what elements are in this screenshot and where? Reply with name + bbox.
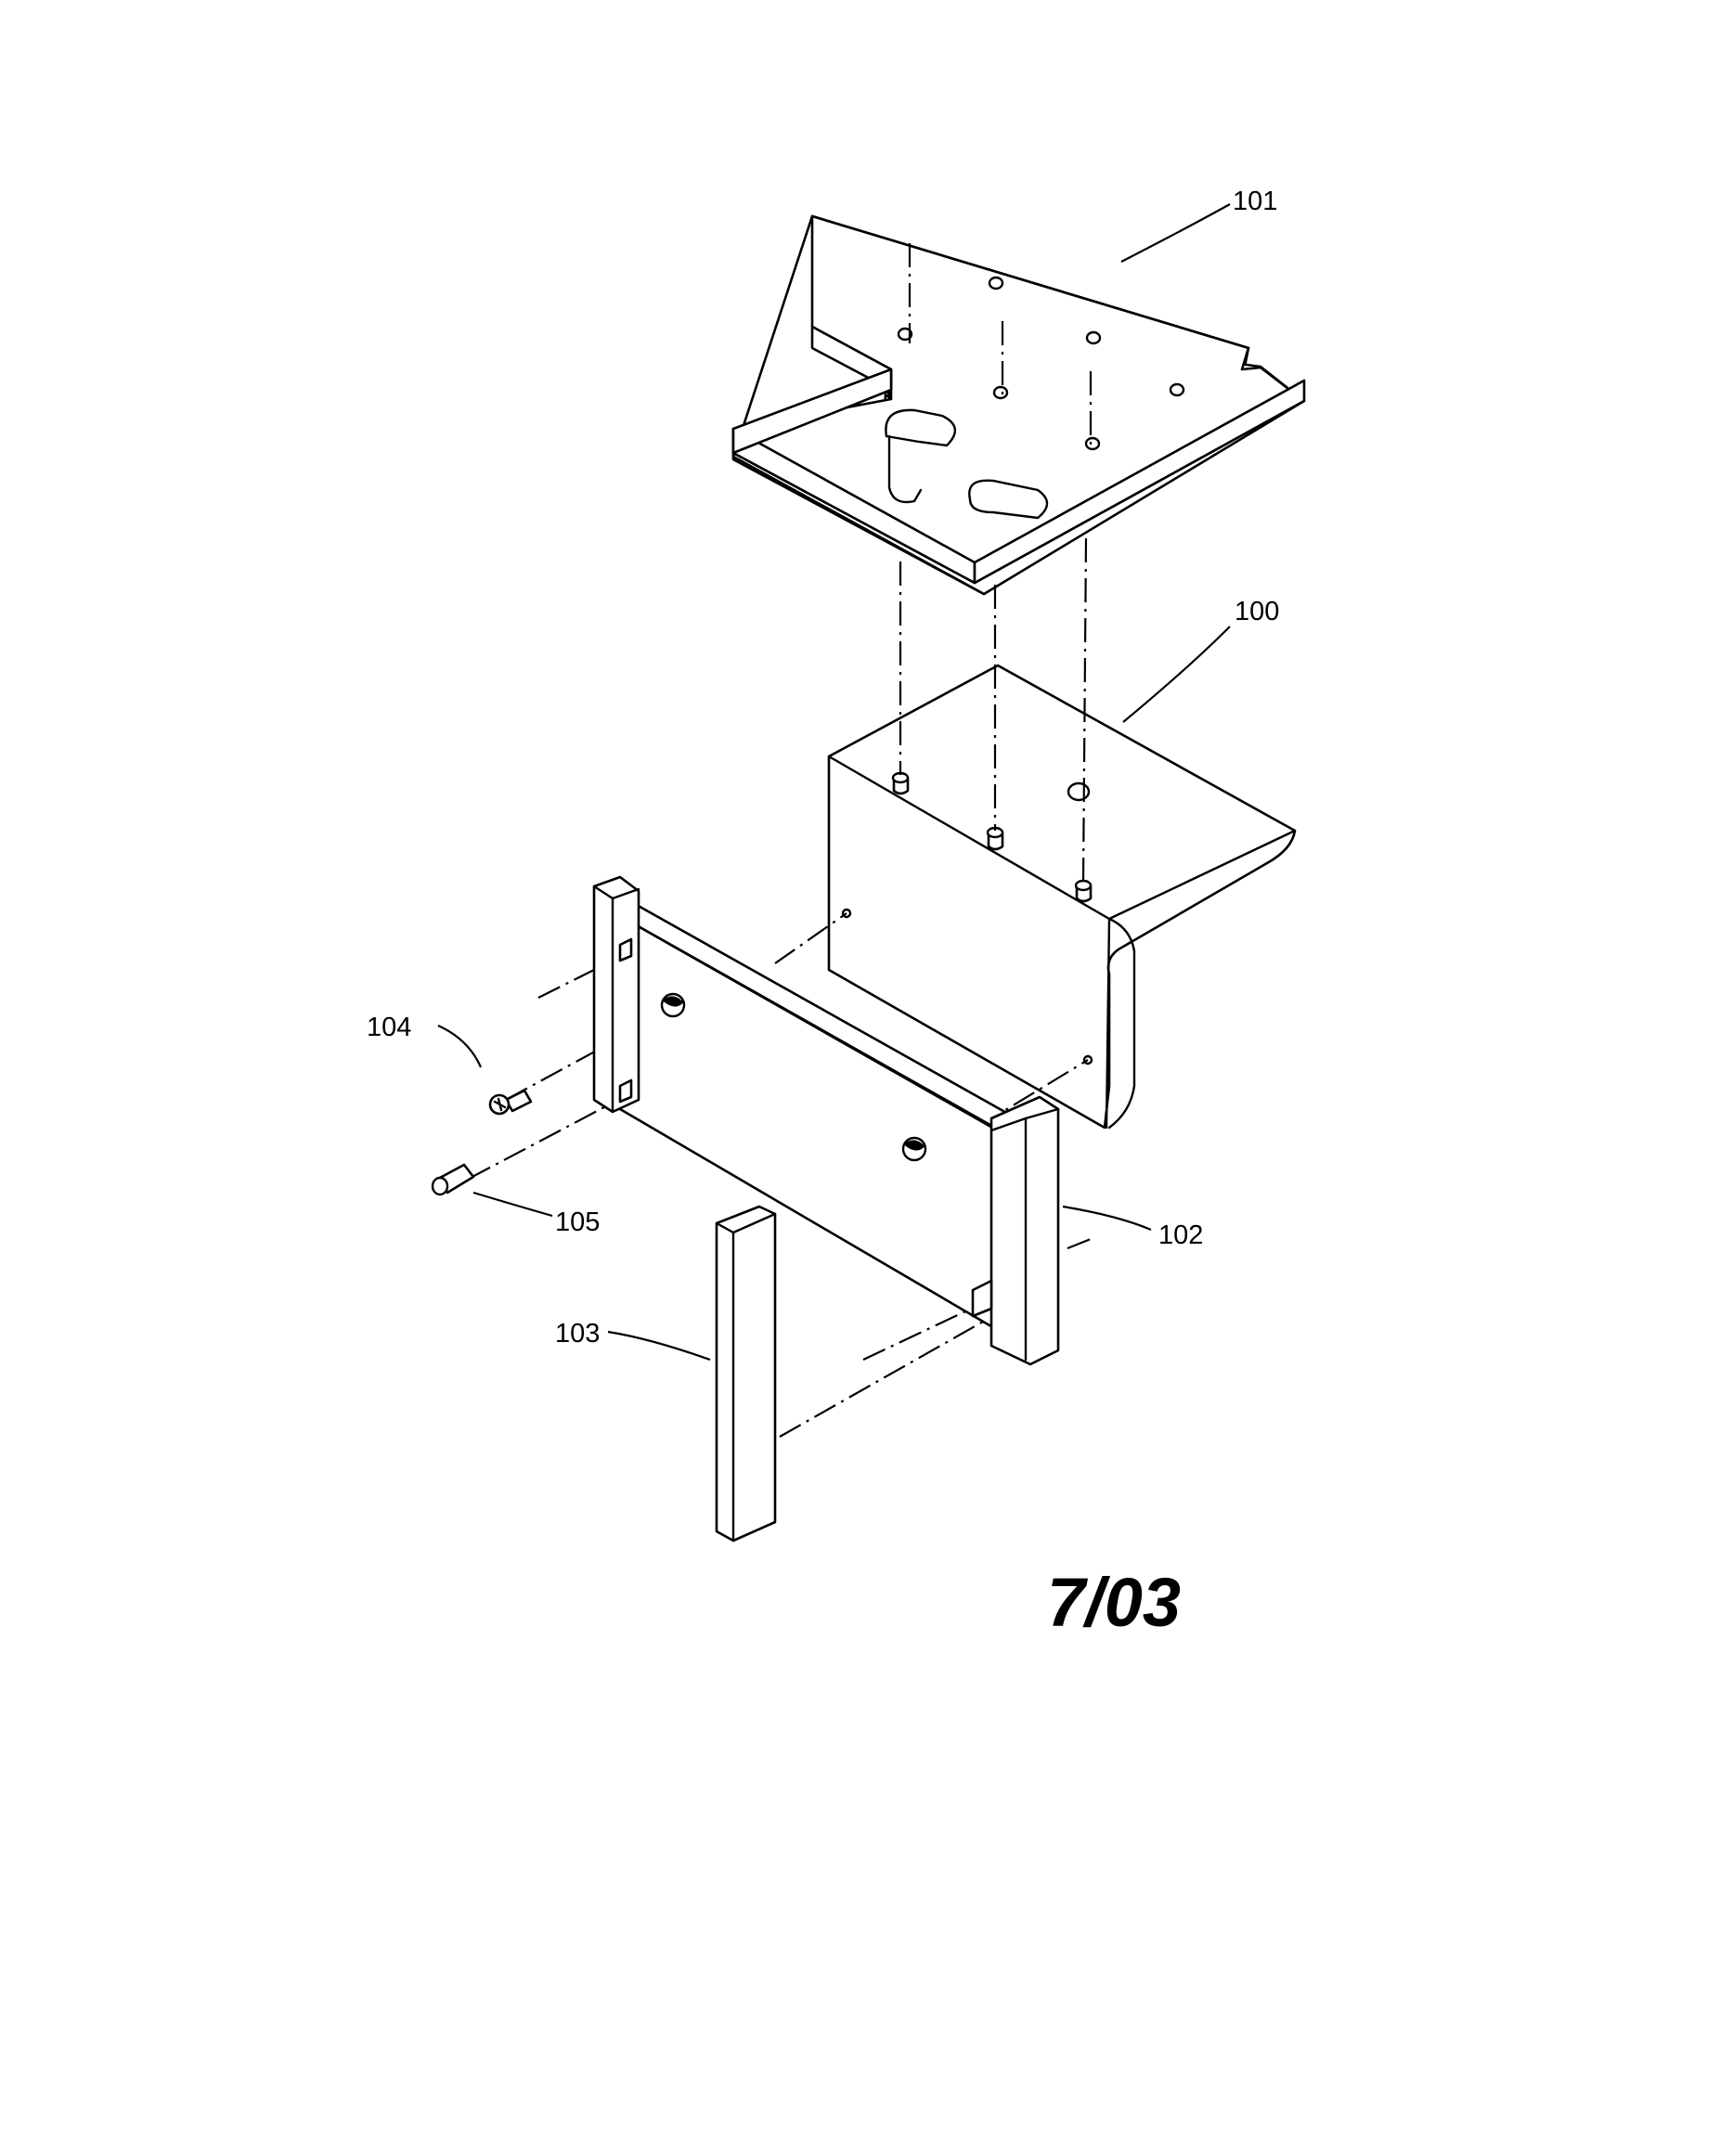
top-plate-101	[731, 214, 1306, 596]
callout-105: 105	[555, 1207, 600, 1237]
date-stamp: 7/03	[1047, 1564, 1181, 1641]
callout-labels: 101 100 102 103 104 105	[367, 187, 1279, 1349]
callout-100: 100	[1235, 597, 1279, 626]
bracket-100	[827, 664, 1297, 1130]
stud	[891, 771, 910, 795]
pin-105	[431, 1163, 475, 1196]
callout-101: 101	[1233, 187, 1277, 216]
screw-104	[488, 1089, 533, 1116]
front-panel-102	[592, 875, 1060, 1366]
callout-102: 102	[1158, 1220, 1203, 1250]
stud	[986, 826, 1004, 851]
callout-103: 103	[555, 1319, 600, 1349]
leader-lines	[437, 203, 1231, 1362]
callout-104: 104	[367, 1013, 411, 1042]
cover-strip-103	[715, 1205, 777, 1543]
stud	[1074, 879, 1093, 903]
